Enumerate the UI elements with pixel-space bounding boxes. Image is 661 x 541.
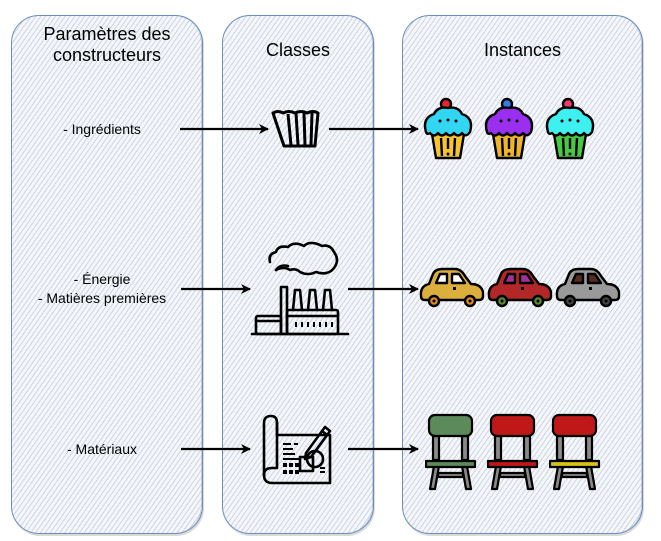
column-constructor-parameters: Paramètres des constructeurs xyxy=(11,15,203,534)
column-title-instances: Instances xyxy=(483,40,562,60)
column-classes: Classes xyxy=(222,15,374,534)
param-materials: - Matériaux xyxy=(66,441,138,457)
param-ingredients: - Ingrédients xyxy=(63,121,141,137)
param-raw-materials: - Matières premières xyxy=(37,290,167,306)
cupcake-icon xyxy=(545,97,595,160)
factory-icon xyxy=(250,241,350,336)
column-title-parameters: Paramètres des constructeurs xyxy=(12,24,202,66)
car-icon xyxy=(487,267,553,308)
car-instances xyxy=(417,266,627,310)
blueprint-icon xyxy=(262,414,332,485)
chair-instances xyxy=(425,413,615,491)
chair-icon xyxy=(425,413,477,491)
cupcake-mold-icon xyxy=(271,110,320,148)
cupcake-icon xyxy=(484,97,534,160)
chair-icon xyxy=(487,413,539,491)
cupcake-instances xyxy=(420,96,610,162)
cupcake-icon xyxy=(423,97,473,160)
params-title-text: Paramètres des constructeurs xyxy=(43,24,171,65)
car-icon xyxy=(555,267,621,308)
param-energy: - Énergie xyxy=(73,271,131,287)
column-title-classes: Classes xyxy=(265,40,331,60)
car-icon xyxy=(419,267,485,308)
chair-icon xyxy=(549,413,601,491)
